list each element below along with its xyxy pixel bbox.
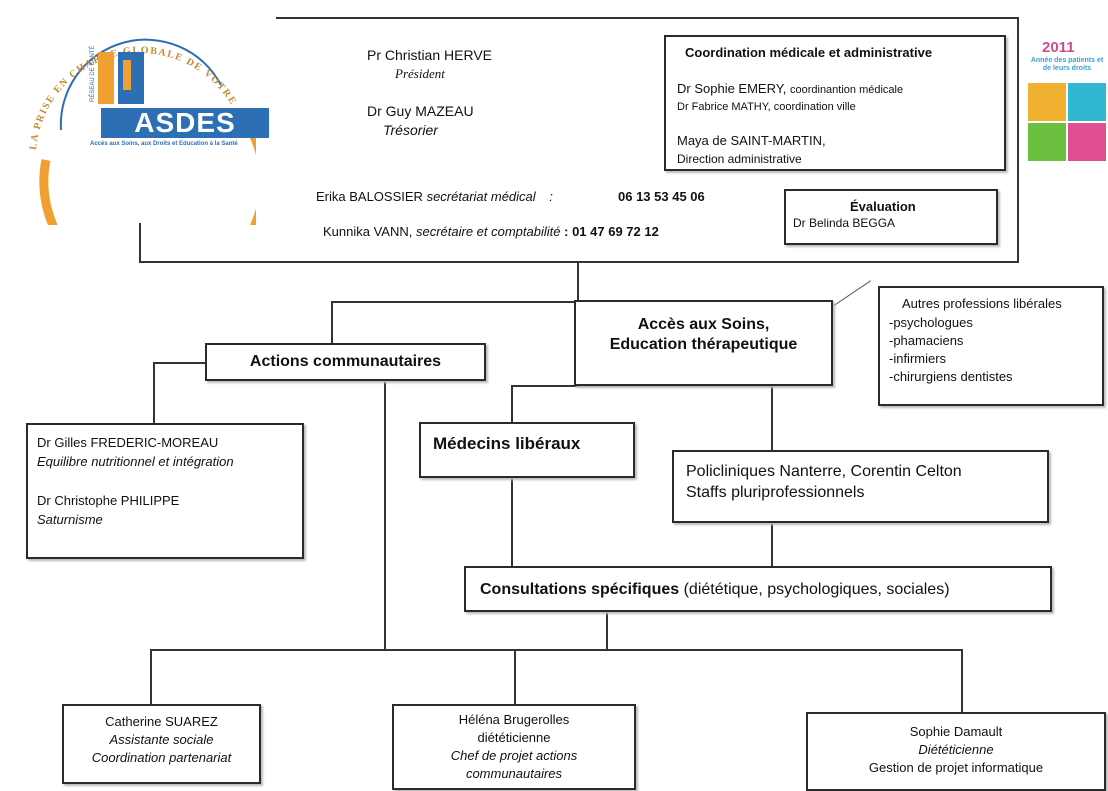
secretary1-sep: : — [549, 189, 553, 204]
frederic-box: Dr Gilles FREDERIC-MOREAU Equilibre nutr… — [26, 423, 304, 559]
evaluation-box: Évaluation Dr Belinda BEGGA — [784, 189, 998, 245]
medecins-box: Médecins libéraux — [419, 422, 635, 478]
secretary2-line: Kunnika VANN, secrétaire et comptabilité… — [323, 224, 659, 240]
line-acces-to-autres — [830, 280, 872, 308]
autres-item-1: -psychologues — [889, 315, 973, 330]
suarez-name: Catherine SUAREZ — [105, 714, 218, 729]
policliniques-line1: Policliniques Nanterre, Corentin Celton — [686, 463, 962, 480]
coordination-line1-role: coordinantion médicale — [789, 84, 904, 96]
brugerolles-role: diététicienne — [477, 730, 551, 745]
line-policliniques-to-consult — [771, 522, 773, 567]
secretary1-role: secrétariat médical — [426, 189, 536, 204]
acces-line2: Education thérapeutique — [609, 336, 798, 353]
president-name: Pr Christian HERVE — [367, 47, 493, 63]
coordination-line1: Dr Sophie EMERY, coordinantion médicale — [677, 81, 903, 98]
consultations-detail: (diététique, psychologiques, sociales) — [683, 581, 950, 598]
line-bottom-branch — [150, 649, 963, 651]
line-to-medecins — [511, 385, 513, 423]
line-actions-down — [384, 380, 386, 650]
treasurer-role: Trésorier — [383, 122, 438, 138]
badge-tile-orange — [1028, 83, 1066, 121]
acces-box: Accès aux Soins, Education thérapeutique — [574, 300, 833, 386]
line-to-brugerolles — [514, 649, 516, 705]
header-right-line — [1017, 17, 1019, 263]
philippe-topic: Saturnisme — [37, 512, 103, 527]
secretary1-phone: 06 13 53 45 06 — [618, 189, 705, 204]
line-consult-down — [606, 611, 608, 651]
autres-box: Autres professions libérales -psychologu… — [878, 286, 1104, 406]
evaluation-name: Dr Belinda BEGGA — [793, 216, 896, 230]
policliniques-line2: Staffs pluriprofessionnels — [686, 484, 865, 501]
line-acces-bottom-branch — [511, 385, 773, 387]
consultations-title: Consultations spécifiques — [480, 581, 680, 598]
line-medecins-to-consult — [511, 477, 513, 567]
damault-name: Sophie Damault — [909, 724, 1003, 739]
line-to-damault — [961, 649, 963, 713]
line-to-actions — [331, 301, 333, 345]
logo-subtitle: Accès aux Soins, aux Droits et Education… — [90, 141, 238, 147]
coordination-line4: Direction administrative — [677, 152, 802, 166]
badge-tile-pink — [1068, 123, 1106, 161]
asdes-logo: LA PRISE EN CHARGE GLOBALE DE VOTRE SANT… — [2, 1, 269, 297]
actions-box: Actions communautaires — [205, 343, 486, 381]
secretary2-name: Kunnika VANN, — [323, 224, 413, 239]
autres-title: Autres professions libérales — [902, 296, 1062, 311]
header-top-line — [276, 17, 1019, 19]
line-to-frederic — [153, 362, 155, 424]
consultations-line: Consultations spécifiques (diététique, p… — [480, 580, 950, 599]
line-to-policliniques — [771, 385, 773, 451]
brugerolles-box: Héléna Brugerolles diététicienne Chef de… — [392, 704, 636, 790]
secretary2-role: secrétaire et comptabilité — [415, 224, 561, 239]
treasurer-name: Dr Guy MAZEAU — [367, 103, 474, 119]
line-to-suarez — [150, 649, 152, 705]
philippe-name: Dr Christophe PHILIPPE — [37, 493, 180, 508]
coordination-line1-name: Dr Sophie EMERY, — [677, 81, 787, 96]
header-bottom-line — [139, 261, 1019, 263]
year-badge: 2011 Année des patients et de leurs droi… — [1022, 35, 1108, 163]
autres-item-4: -chirurgiens dentistes — [889, 369, 1013, 384]
line-branch-horizontal — [331, 301, 579, 303]
badge-text: Année des patients et de leurs droits — [1030, 57, 1104, 72]
logo-name-banner — [101, 108, 269, 138]
evaluation-title: Évaluation — [850, 199, 916, 214]
frederic-name: Dr Gilles FREDERIC-MOREAU — [37, 435, 219, 450]
actions-title: Actions communautaires — [249, 353, 442, 370]
acces-line1: Accès aux Soins, — [637, 316, 770, 333]
coordination-title: Coordination médicale et administrative — [685, 45, 933, 60]
autres-item-3: -infirmiers — [889, 351, 947, 366]
consultations-box: Consultations spécifiques (diététique, p… — [464, 566, 1052, 612]
line-header-to-branch — [577, 261, 579, 303]
secretary1-name: Erika BALOSSIER — [316, 189, 423, 204]
suarez-role: Assistante sociale — [109, 732, 214, 747]
president-role: Président — [395, 66, 445, 81]
secretary1-line: Erika BALOSSIER secrétariat médical : — [316, 189, 553, 205]
suarez-box: Catherine SUAREZ Assistante sociale Coor… — [62, 704, 261, 784]
damault-box: Sophie Damault Diététicienne Gestion de … — [806, 712, 1106, 791]
damault-role2: Gestion de projet informatique — [868, 760, 1044, 775]
coordination-box: Coordination médicale et administrative … — [664, 35, 1006, 171]
damault-role: Diététicienne — [918, 742, 994, 757]
badge-tile-green — [1028, 123, 1066, 161]
logo-name: ASDES — [134, 107, 236, 138]
coordination-line2: Dr Fabrice MATHY, coordination ville — [677, 101, 856, 113]
logo-network-text: RÉSEAU DE SANTÉ — [89, 46, 96, 102]
coordination-line3: Maya de SAINT-MARTIN, — [677, 133, 826, 148]
policliniques-box: Policliniques Nanterre, Corentin Celton … — [672, 450, 1049, 523]
brugerolles-role2: Chef de projet actions — [450, 748, 578, 763]
header-left-line — [139, 223, 141, 263]
autres-item-2: -phamaciens — [889, 333, 964, 348]
line-actions-left — [153, 362, 205, 364]
medecins-title: Médecins libéraux — [433, 434, 581, 453]
frederic-topic: Equilibre nutritionnel et intégration — [37, 454, 234, 469]
brugerolles-role3: communautaires — [465, 766, 563, 781]
suarez-role2: Coordination partenariat — [91, 750, 232, 765]
brugerolles-name: Héléna Brugerolles — [458, 712, 570, 727]
badge-year: 2011 — [1042, 39, 1075, 56]
secretary2-phone: : 01 47 69 72 12 — [564, 224, 659, 239]
badge-tile-teal — [1068, 83, 1106, 121]
